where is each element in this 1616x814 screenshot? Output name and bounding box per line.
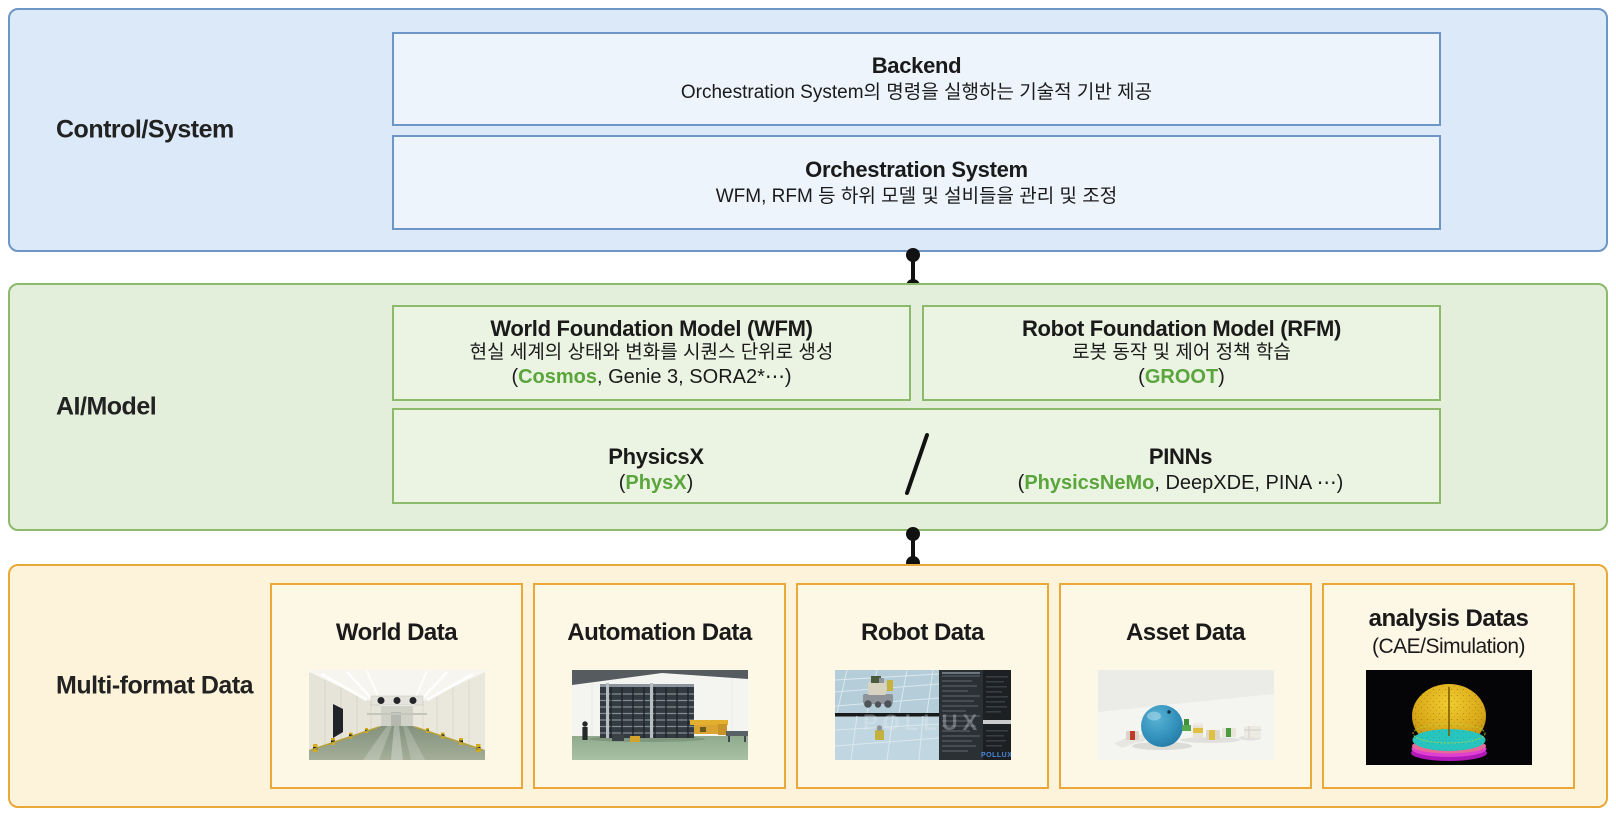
robot-data-box: Robot Data	[796, 583, 1049, 789]
analysis-data-title: analysis Datas	[1368, 604, 1529, 632]
rfm-desc: 로봇 동작 및 제어 정책 학습	[1072, 342, 1291, 363]
robot-data-image: POLLUX POLLUX	[834, 670, 1011, 760]
connector-line	[911, 533, 915, 564]
world-data-box: World Data	[270, 583, 523, 789]
svg-text:POLLUX: POLLUX	[863, 710, 982, 735]
asset-data-image	[1097, 670, 1274, 760]
robot-data-title: Robot Data	[861, 618, 985, 646]
pinns-cell: PINNs (PhysicsNeMo, DeepXDE, PINA ⋯)	[918, 410, 1443, 502]
asset-data-title: Asset Data	[1125, 618, 1246, 646]
asset-data-box: Asset Data	[1059, 583, 1312, 789]
ai-model-label: AI/Model	[56, 392, 157, 421]
world-data-title: World Data	[335, 618, 458, 646]
orchestration-system-box: Orchestration System WFM, RFM 등 하위 모델 및 …	[392, 135, 1441, 230]
wfm-models: (Cosmos, Genie 3, SORA2*⋯)	[511, 366, 792, 388]
automation-data-image	[571, 670, 748, 760]
analysis-data-image	[1365, 670, 1532, 765]
automation-data-title: Automation Data	[567, 618, 752, 646]
physicsx-title: PhysicsX	[608, 444, 704, 469]
backend-desc: Orchestration System의 명령을 실행하는 기술적 기반 제공	[680, 82, 1153, 103]
rfm-models: (GROOT)	[1138, 366, 1225, 388]
physics-box: PhysicsX (PhysX) PINNs (PhysicsNeMo, Dee…	[392, 408, 1441, 504]
asset-data-title-wrap: Asset Data	[1061, 585, 1310, 670]
control-system-band: Control/System Backend Orchestration Sys…	[8, 8, 1608, 252]
physicsx-models: (PhysX)	[618, 472, 694, 494]
backend-box: Backend Orchestration System의 명령을 실행하는 기…	[392, 32, 1441, 126]
robot-data-title-wrap: Robot Data	[798, 585, 1047, 670]
world-data-title-wrap: World Data	[272, 585, 521, 670]
automation-data-box: Automation Data	[533, 583, 786, 789]
analysis-data-subtitle: (CAE/Simulation)	[1371, 634, 1526, 658]
analysis-data-title-wrap: analysis Datas (CAE/Simulation)	[1324, 585, 1573, 670]
multi-format-data-label: Multi-format Data	[56, 671, 254, 700]
connector-line	[911, 254, 915, 287]
ai-model-band: AI/Model World Foundation Model (WFM) 현실…	[8, 283, 1608, 531]
wfm-title: World Foundation Model (WFM)	[490, 316, 813, 341]
svg-text:POLLUX: POLLUX	[981, 752, 1011, 759]
rfm-box: Robot Foundation Model (RFM) 로봇 동작 및 제어 …	[922, 305, 1441, 401]
control-system-label: Control/System	[56, 115, 234, 144]
multi-format-data-band: Multi-format Data World Data	[8, 564, 1608, 808]
automation-data-title-wrap: Automation Data	[535, 585, 784, 670]
backend-title: Backend	[871, 53, 962, 78]
analysis-data-box: analysis Datas (CAE/Simulation)	[1322, 583, 1575, 789]
orchestration-title: Orchestration System	[805, 156, 1028, 182]
pinns-models: (PhysicsNeMo, DeepXDE, PINA ⋯)	[1017, 472, 1344, 494]
orchestration-desc: WFM, RFM 등 하위 모델 및 설비들을 관리 및 조정	[715, 185, 1118, 207]
slash-divider-icon	[905, 433, 929, 495]
wfm-box: World Foundation Model (WFM) 현실 세계의 상태와 …	[392, 305, 911, 401]
world-data-image	[308, 670, 485, 760]
wfm-desc: 현실 세계의 상태와 변화를 시퀀스 단위로 생성	[469, 342, 834, 363]
rfm-title: Robot Foundation Model (RFM)	[1021, 316, 1342, 341]
physicsx-cell: PhysicsX (PhysX)	[394, 410, 918, 502]
pinns-title: PINNs	[1148, 444, 1213, 469]
